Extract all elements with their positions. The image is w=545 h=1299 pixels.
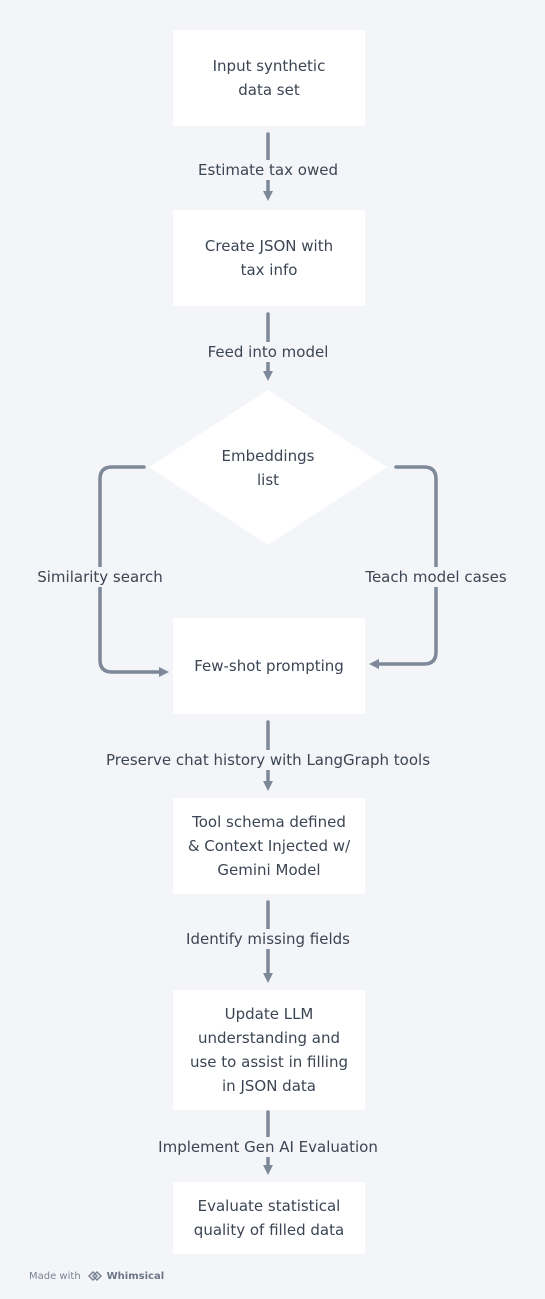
edge-label-estimate-tax: Estimate tax owed (196, 160, 340, 180)
whimsical-logo-icon (87, 1270, 102, 1282)
footer-watermark: Made with Whimsical (29, 1270, 164, 1282)
edge-label-teach-model-cases: Teach model cases (363, 567, 509, 587)
node-create-json: Create JSON with tax info (173, 210, 365, 306)
node-embeddings-list: Embeddings list (221, 447, 315, 489)
footer-brand: Whimsical (106, 1270, 165, 1282)
edge-label-preserve-history: Preserve chat history with LangGraph too… (103, 750, 433, 770)
node-evaluate-quality: Evaluate statistical quality of filled d… (173, 1182, 365, 1254)
edge-label-implement-eval: Implement Gen AI Evaluation (156, 1137, 380, 1157)
node-tool-schema: Tool schema defined & Context Injected w… (173, 798, 365, 894)
node-update-llm: Update LLM understanding and use to assi… (173, 990, 365, 1110)
node-input-synthetic-data: Input synthetic data set (173, 30, 365, 126)
footer-made-with: Made with (29, 1270, 81, 1282)
edge-label-identify-missing: Identify missing fields (184, 929, 352, 949)
edge-label-feed-model: Feed into model (205, 342, 331, 362)
edge-label-similarity-search: Similarity search (35, 567, 165, 587)
arrow-teach-model-cases (369, 465, 438, 669)
node-few-shot-prompting: Few-shot prompting (173, 618, 365, 714)
embeddings-diamond (149, 390, 387, 545)
